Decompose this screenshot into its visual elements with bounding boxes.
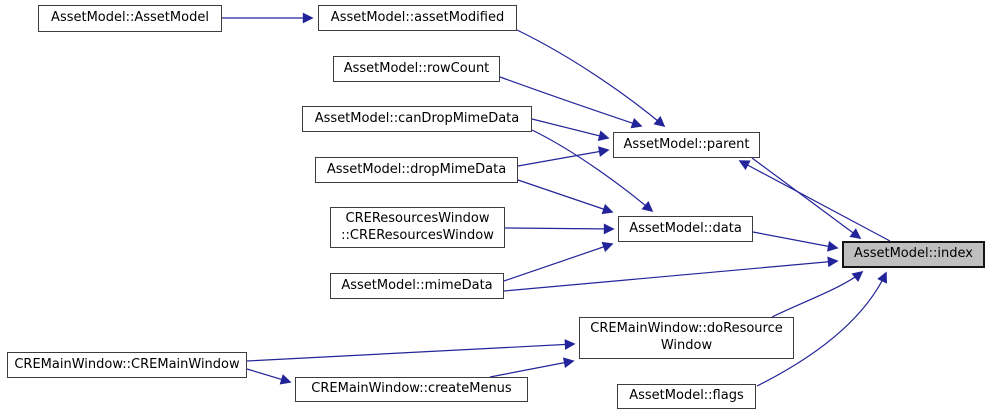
edge-mimedata-to-data (503, 241, 614, 282)
node-cremainwindow-constructor[interactable]: CREMainWindow::CREMainWindow (7, 352, 247, 378)
node-assetmodel-data[interactable]: AssetModel::data (618, 216, 753, 242)
edge-doresourcewindow-to-index (771, 270, 864, 318)
node-assetmodel-dropmimedata[interactable]: AssetModel::dropMimeData (315, 157, 518, 183)
edge-dropmimedata-to-data (517, 179, 614, 215)
node-assetmodel-constructor[interactable]: AssetModel::AssetModel (38, 5, 222, 32)
node-creresourceswindow-constructor[interactable]: CREResourcesWindow ::CREResourcesWindow (330, 207, 505, 248)
edge-assetmodified-to-parent (516, 29, 666, 128)
node-cremainwindow-doresourcewindow[interactable]: CREMainWindow::doResource Window (579, 317, 794, 359)
edge-cremainwindow-to-createmenus (246, 368, 292, 385)
edge-index-to-parent (738, 160, 891, 242)
edge-dropmimedata-to-parent (517, 146, 610, 167)
edge-candropmimedata-to-data (531, 129, 654, 213)
edge-cremainwindow-to-doresourcewindow (246, 339, 576, 362)
edge-data-to-index (752, 231, 839, 252)
node-assetmodel-assetmodified[interactable]: AssetModel::assetModified (318, 5, 517, 31)
edge-candropmimedata-to-parent (531, 118, 610, 142)
edge-rowcount-to-parent (499, 76, 643, 129)
edge-creresourceswindow-to-data (504, 223, 615, 235)
edge-flags-to-index (756, 271, 887, 387)
edge-mimedata-to-index (503, 256, 839, 292)
node-assetmodel-rowcount[interactable]: AssetModel::rowCount (333, 56, 500, 82)
node-assetmodel-mimedata[interactable]: AssetModel::mimeData (330, 273, 504, 299)
edge-parent-to-index (751, 157, 862, 239)
node-assetmodel-index: AssetModel::index (842, 241, 985, 268)
node-cremainwindow-createmenus[interactable]: CREMainWindow::createMenus (295, 377, 528, 402)
node-assetmodel-flags[interactable]: AssetModel::flags (617, 384, 756, 409)
node-assetmodel-parent[interactable]: AssetModel::parent (613, 132, 760, 158)
node-assetmodel-candropmimedata[interactable]: AssetModel::canDropMimeData (302, 106, 532, 132)
edge-createmenus-to-doresourcewindow (489, 357, 575, 378)
